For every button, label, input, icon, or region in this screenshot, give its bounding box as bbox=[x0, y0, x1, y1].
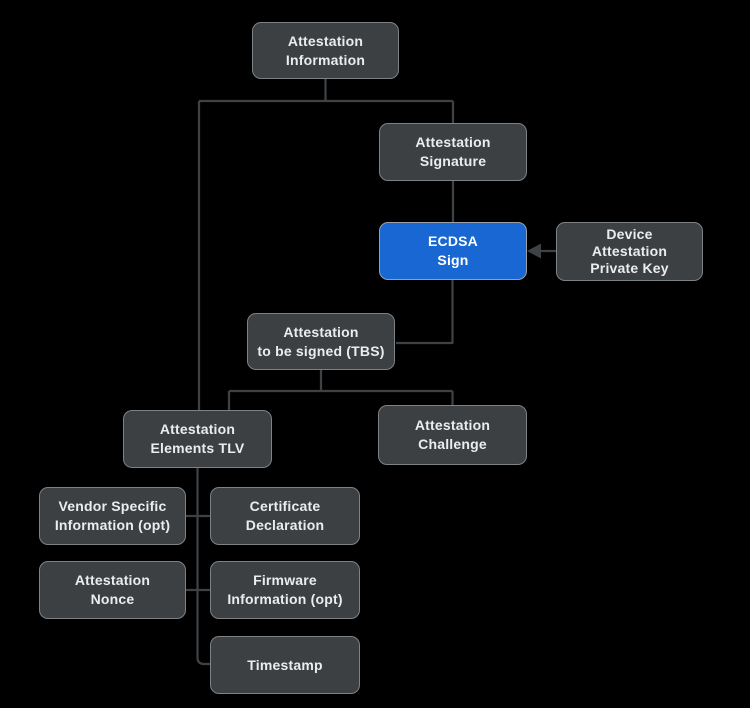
node-label-line: Information (opt) bbox=[54, 517, 171, 533]
node-label-line: Challenge bbox=[418, 436, 487, 452]
connector-tlv-trunk bbox=[196, 468, 210, 666]
node-attestation-elements-tlv: Attestation Elements TLV bbox=[123, 410, 272, 468]
node-label-line: Sign bbox=[437, 252, 469, 268]
node-label-line: Private Key bbox=[590, 260, 669, 276]
node-attestation-signature: Attestation Signature bbox=[379, 123, 527, 181]
node-label-line: to be signed (TBS) bbox=[257, 342, 385, 359]
node-label-line: Elements TLV bbox=[150, 440, 245, 456]
node-ecdsa-sign: ECDSA Sign bbox=[379, 222, 527, 280]
node-label-line: Attestation bbox=[415, 134, 491, 150]
node-label-line: ECDSA bbox=[427, 233, 478, 249]
node-certificate-declaration: Certificate Declaration bbox=[210, 487, 360, 545]
node-attestation-nonce: Attestation Nonce bbox=[39, 561, 186, 619]
node-attestation-tbs: Attestation to be signed (TBS) bbox=[247, 313, 395, 370]
node-label-line: Attestation bbox=[283, 323, 359, 340]
connector-ecdsa-to-tbs bbox=[396, 280, 454, 345]
node-label-line: Attestation bbox=[159, 421, 236, 437]
node-label-line: Declaration bbox=[245, 517, 325, 533]
node-label-line: Attestation bbox=[591, 243, 668, 259]
node-attestation-information: Attestation Information bbox=[252, 22, 399, 79]
node-firmware-information: Firmware Information (opt) bbox=[210, 561, 360, 619]
node-label-line: Timestamp bbox=[247, 656, 323, 673]
node-attestation-challenge: Attestation Challenge bbox=[378, 405, 527, 465]
node-label-line: Device bbox=[606, 226, 653, 242]
node-label-line: Information bbox=[285, 51, 366, 68]
arrowhead-key-to-ecdsa bbox=[527, 243, 541, 259]
node-label-line: Attestation bbox=[287, 32, 364, 49]
node-device-attestation-private-key: Device Attestation Private Key bbox=[556, 222, 703, 281]
node-label-line: Signature bbox=[419, 153, 487, 169]
node-label-line: Nonce bbox=[90, 591, 135, 607]
node-timestamp: Timestamp bbox=[210, 636, 360, 694]
node-label-line: Vendor Specific bbox=[58, 498, 167, 514]
node-vendor-specific-information: Vendor Specific Information (opt) bbox=[39, 487, 186, 545]
node-label-line: Certificate bbox=[249, 498, 321, 514]
node-label-line: Attestation bbox=[74, 572, 151, 588]
node-label-line: Firmware bbox=[253, 572, 317, 588]
node-label-line: Information (opt) bbox=[227, 591, 343, 607]
node-label-line: Attestation bbox=[414, 417, 491, 433]
